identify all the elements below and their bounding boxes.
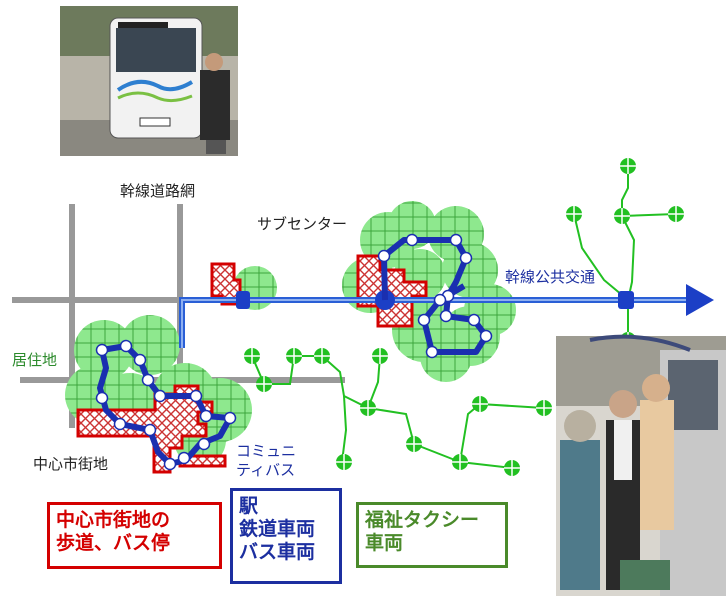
residential-area-label: 居住地	[12, 351, 58, 369]
community-bus-label-line1: コミュニ	[236, 442, 297, 460]
welfare-network-lines	[251, 166, 677, 469]
trunk-transit-line	[179, 284, 714, 348]
trunk-road-network-label: 幹線道路網	[120, 182, 196, 200]
community-bus-stops-city	[95, 339, 237, 471]
red-box-line1: 中心市街地の	[56, 509, 171, 531]
community-bus-stops-subcenter	[377, 233, 493, 359]
blue-box-line3: バス車両	[239, 541, 316, 564]
wheelchair-boarding-photo-icon	[556, 334, 726, 596]
arrow-right-icon	[686, 284, 714, 316]
blue-box-line2: 鉄道車両	[239, 518, 316, 541]
trunk-public-transport-label: 幹線公共交通	[505, 268, 596, 286]
welfare-taxi-box: 福祉タクシー 車両	[356, 502, 508, 568]
green-box-line1: 福祉タクシー	[365, 509, 480, 531]
subcenter-label: サブセンター	[257, 215, 348, 233]
station-vehicle-box: 駅 鉄道車両 バス車両	[230, 488, 342, 584]
blue-box-line1: 駅	[239, 495, 259, 517]
community-bus-photo-icon	[60, 6, 238, 156]
city-center-label: 中心市街地	[33, 455, 109, 473]
green-box-line2: 車両	[365, 532, 404, 555]
community-bus-label-line2: ティバス	[236, 461, 296, 479]
red-box-line2: 歩道、バス停	[56, 532, 171, 555]
sidewalk-bus-stop-box: 中心市街地の 歩道、バス停	[47, 502, 222, 569]
